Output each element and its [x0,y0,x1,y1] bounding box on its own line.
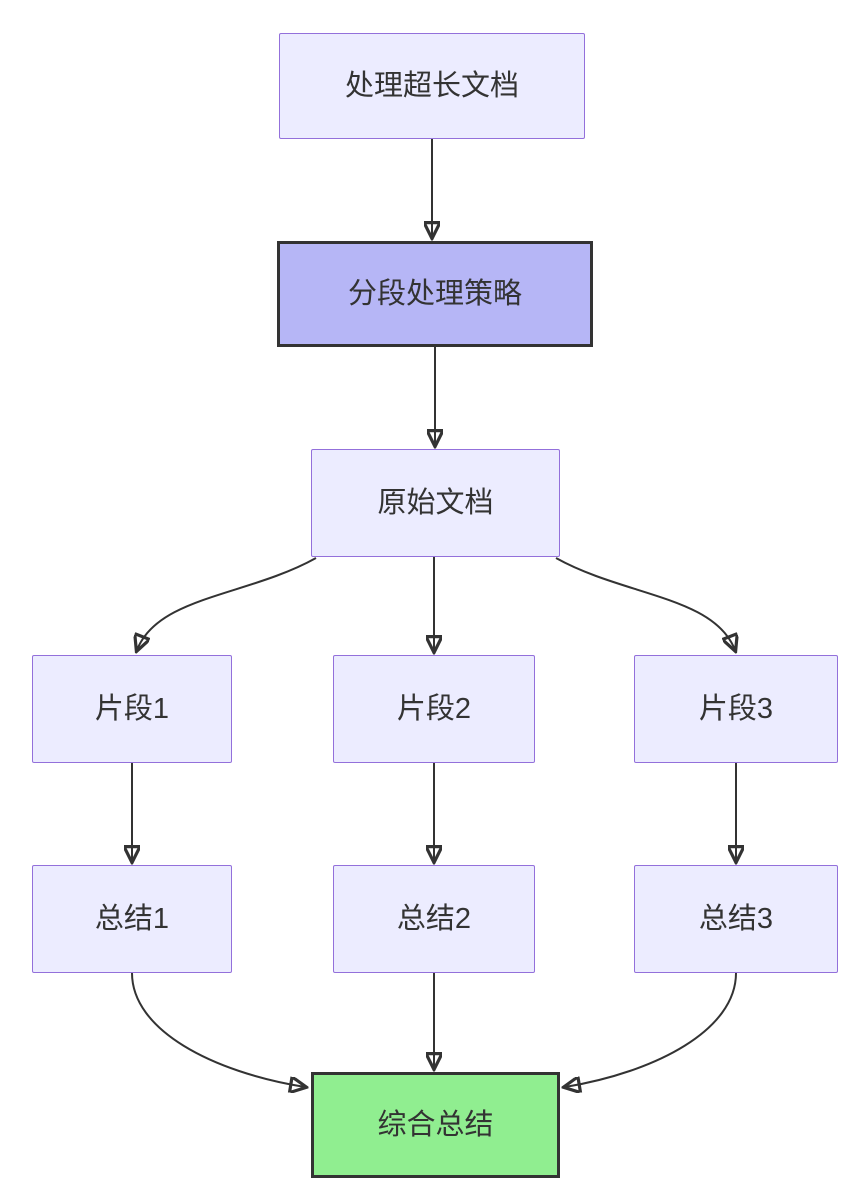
node-fragment-2: 片段2 [333,655,535,763]
node-label: 综合总结 [377,1108,494,1141]
node-combined-summary: 综合总结 [311,1072,560,1178]
edge-summary1-to-final [131,972,305,1087]
node-segmented-processing-strategy: 分段处理策略 [277,241,593,347]
edge-origdoc-to-fragment1 [137,557,317,650]
node-label: 总结1 [94,902,170,935]
node-label: 原始文档 [377,486,494,519]
edge-origdoc-to-fragment3 [555,557,735,650]
node-fragment-3: 片段3 [634,655,838,763]
node-fragment-1: 片段1 [32,655,232,763]
node-label: 分段处理策略 [347,277,522,310]
edge-summary3-to-final [565,972,737,1087]
node-label: 总结3 [698,902,774,935]
node-handle-long-document: 处理超长文档 [279,33,585,139]
node-original-document: 原始文档 [311,449,560,557]
node-label: 片段1 [94,692,170,725]
node-summary-1: 总结1 [32,865,232,973]
node-summary-3: 总结3 [634,865,838,973]
node-label: 处理超长文档 [344,69,519,102]
node-label: 总结2 [396,902,472,935]
node-label: 片段3 [698,692,774,725]
node-label: 片段2 [396,692,472,725]
node-summary-2: 总结2 [333,865,535,973]
